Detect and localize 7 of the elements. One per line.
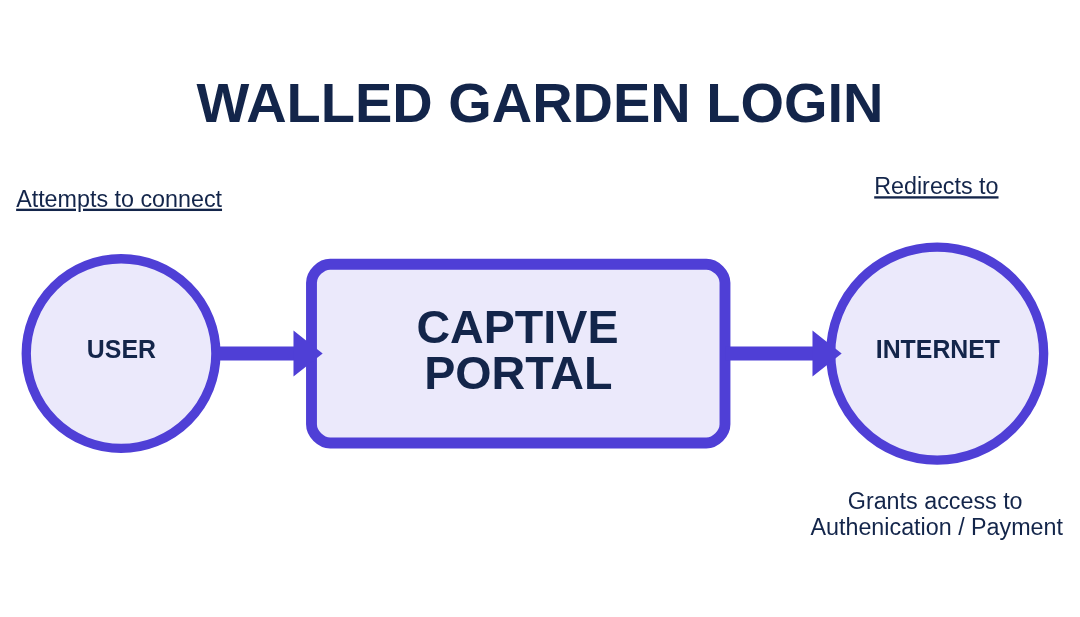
diagram-title: WALLED GARDEN LOGIN [196,70,884,134]
node-circle: INTERNET [826,242,1049,465]
node-label: Grants access to Authenication / Payment [810,488,1064,541]
node-label: Attempts to connect [16,185,223,212]
node-label: Redirects to [874,173,999,200]
node-circle: USER [21,254,221,454]
node-box: CAPTIVE PORTAL [306,258,731,449]
